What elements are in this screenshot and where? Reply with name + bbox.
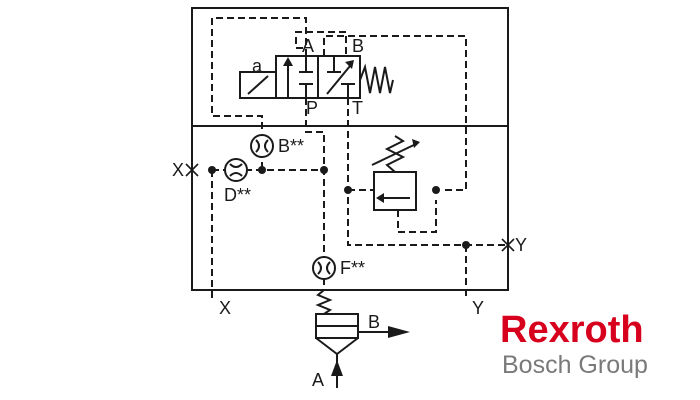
label-port-b-top: B xyxy=(352,36,364,56)
label-port-p: P xyxy=(306,98,318,118)
orifice-f xyxy=(312,256,336,280)
orifice-d xyxy=(224,158,248,182)
label-orifice-f: F** xyxy=(340,258,365,278)
label-orifice-b: B** xyxy=(278,136,304,156)
label-port-a-in: A xyxy=(312,370,324,390)
valve-envelope-right xyxy=(317,55,361,99)
label-port-y-right: Y xyxy=(515,235,527,255)
brand-group: Bosch Group xyxy=(502,351,648,379)
orifice-b xyxy=(250,134,274,158)
solenoid-a xyxy=(239,71,277,99)
brand-name: Rexroth xyxy=(500,309,644,351)
label-a: a xyxy=(252,56,263,76)
main-spring xyxy=(315,289,333,315)
label-port-b-out: B xyxy=(368,312,380,332)
main-valve-body xyxy=(191,125,509,291)
label-port-a-top: A xyxy=(302,36,314,56)
label-port-y-bottom: Y xyxy=(472,298,484,318)
relief-valve-body xyxy=(373,171,417,211)
valve-envelope-left xyxy=(275,55,319,99)
valve-spring xyxy=(359,63,394,94)
label-orifice-d: D** xyxy=(224,185,251,205)
label-port-x-bottom: X xyxy=(219,298,231,318)
label-port-t: T xyxy=(352,98,363,118)
label-port-x-left: X xyxy=(172,160,184,180)
